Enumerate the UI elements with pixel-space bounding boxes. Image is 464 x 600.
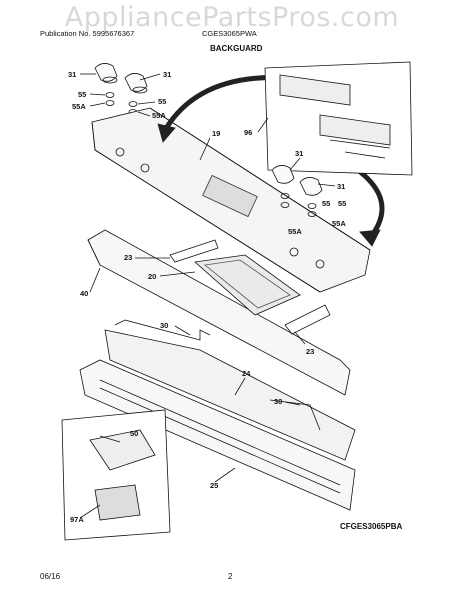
callout-spring-right-b: 55 [338,199,346,208]
callout-knob-left-b: 31 [163,70,171,79]
callout-bracket-top: 23 [124,253,132,262]
callout-knob-right-a: 31 [295,149,303,158]
callout-spring-left-b: 55 [158,97,166,106]
end-cap [87,229,351,396]
section-title: BACKGUARD [210,44,263,53]
callout-clip-left-a: 55A [72,102,86,111]
publication-number: Publication No. 5995676367 [40,29,135,38]
callout-knob-left-a: 31 [68,70,76,79]
callout-spring-right-a: 55 [322,199,330,208]
footer-date: 06/16 [40,572,61,581]
callout-backguard: 19 [212,129,220,138]
harness-inset [264,61,413,176]
inset-box [61,409,171,541]
watermark-text: AppliancePartsPros.com [64,2,400,33]
callout-inset-bracket: 50 [130,429,138,438]
page-number: 2 [228,572,233,581]
callout-rear-panel-left: 30 [160,321,168,330]
backguard-panel [91,107,371,293]
callout-inset-board: 97A [70,515,84,524]
callout-control-board: 20 [148,272,156,281]
callout-base-panel: 25 [210,481,218,490]
model-number: CGES3065PWA [202,29,257,38]
knob-right-b [299,177,323,196]
callout-rear-panel-mid: 24 [242,369,251,378]
callout-bracket-bottom: 23 [306,347,314,356]
callout-rear-panel-right: 30 [274,397,282,406]
base-panel [79,359,356,511]
callout-clip-right-a: 55A [288,227,302,236]
knob-left-b [124,73,148,94]
figure-code: CFGES3065PBA [340,522,403,531]
callout-end-cap: 40 [80,289,88,298]
callout-harness: 96 [244,128,252,137]
callout-spring-left-a: 55 [78,90,86,99]
callout-clip-right-b: 55A [332,219,346,228]
knob-left-a [94,63,118,84]
callout-knob-right-b: 31 [337,182,345,191]
control-board [194,254,301,316]
callout-clip-left-b: 55A [152,111,166,120]
knob-right-a [271,165,295,184]
rear-panel [104,319,356,461]
